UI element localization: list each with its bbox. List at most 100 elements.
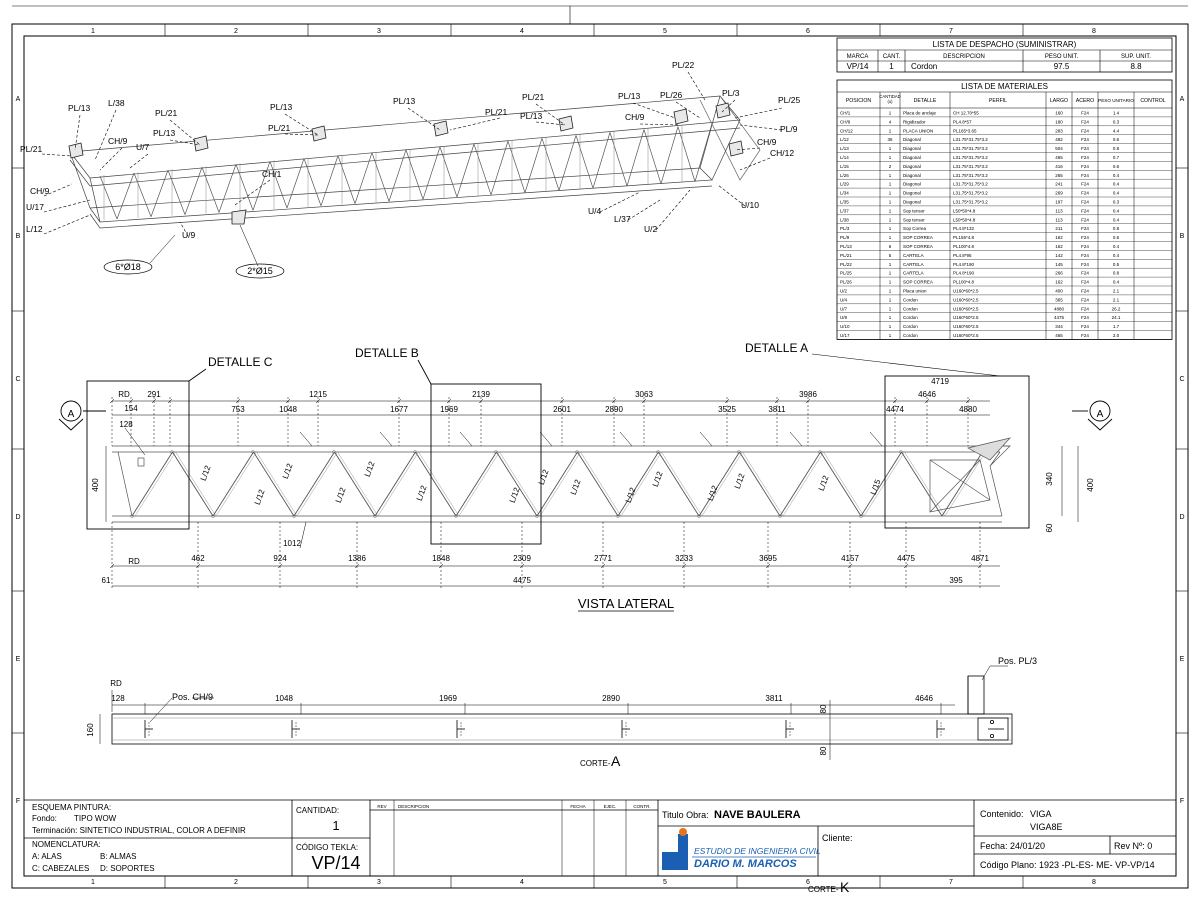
materials-cell: F24 (1081, 280, 1089, 285)
dimension-top: 4719 (931, 377, 949, 386)
row-marker: F (1180, 798, 1184, 805)
company-logo (662, 828, 688, 870)
section-dimension: 80 (819, 746, 828, 755)
materials-cell: Cordon (903, 315, 918, 320)
materials-cell: 4 (889, 119, 892, 124)
materials-cell: U160*60*2.5 (953, 333, 979, 338)
materials-cell: F24 (1081, 128, 1089, 133)
row-marker: D (1179, 514, 1184, 521)
member-label: L/15 (869, 478, 883, 496)
part-mark-label: PL/13 (520, 111, 542, 121)
materials-cell: 162 (1055, 280, 1063, 285)
part-mark-label: PL/22 (672, 60, 694, 70)
materials-cell: F24 (1081, 173, 1089, 178)
materials-cell: F24 (1081, 208, 1089, 213)
materials-cell: 0.8 (1113, 226, 1120, 231)
dimension-bottom: 4871 (971, 554, 989, 563)
materials-cell: 365 (1055, 297, 1063, 302)
materials-cell: F24 (1081, 226, 1089, 231)
materials-cell: 1 (889, 191, 892, 196)
materials-cell: 0.6 (1113, 235, 1120, 240)
materials-cell: 2.1 (1113, 297, 1120, 302)
materials-cell: PL100*4.8 (953, 280, 975, 285)
materials-cell: L/15 (840, 164, 849, 169)
member-label: L/12 (537, 468, 551, 486)
materials-header: CANTIDAD (879, 94, 900, 99)
column-marker: 4 (520, 28, 524, 35)
materials-cell: L/35 (840, 200, 849, 205)
dimension-top: 3525 (718, 405, 736, 414)
materials-cell: L31.75*31.75*3.2 (953, 200, 988, 205)
materials-cell: 1 (889, 280, 892, 285)
materials-cell: 0.4 (1113, 253, 1120, 258)
materials-cell: L/26 (840, 173, 849, 178)
materials-cell: 0.6 (1113, 137, 1120, 142)
materials-cell: 1 (889, 217, 892, 222)
part-mark-label: PL/26 (660, 90, 682, 100)
dimension-top: 291 (147, 390, 161, 399)
materials-cell: PL100*4.8 (953, 244, 975, 249)
drawing-code: Código Plano: 1923 -PL-ES- ME- VP-VP/14 (980, 860, 1155, 870)
dimension-bottom: 1012 (283, 539, 301, 548)
materials-cell: PL4.8*57 (953, 119, 972, 124)
materials-cell: 0.8 (1113, 271, 1120, 276)
dimension-bottom: 4157 (841, 554, 859, 563)
part-mark-label: CH/9 (108, 136, 128, 146)
materials-cell: 1 (889, 333, 892, 338)
materials-cell: L/14 (840, 155, 849, 160)
column-marker: 7 (949, 28, 953, 35)
materials-cell: L/34 (840, 191, 849, 196)
materials-title: LISTA DE MATERIALES (961, 82, 1048, 91)
member-label: L/12 (415, 484, 429, 502)
column-marker: 6 (806, 879, 810, 886)
column-marker: 5 (663, 28, 667, 35)
materials-cell: F24 (1081, 235, 1089, 240)
dispatch-header: PESO UNIT. (1045, 54, 1079, 60)
materials-cell: Placa de anclaje (903, 111, 937, 116)
member-label: L/12 (817, 474, 831, 492)
materials-cell: CARTELA (903, 262, 924, 267)
dispatch-cell: 8.8 (1130, 62, 1142, 71)
dispatch-header: MARCA (847, 54, 869, 60)
member-label: L/12 (733, 472, 747, 490)
quantity-value: 1 (332, 818, 339, 833)
dimension-top: 1048 (279, 405, 297, 414)
section-mark-letter: A (68, 409, 75, 420)
part-mark-label: PL/13 (393, 96, 415, 106)
connection-plate (311, 125, 327, 142)
materials-cell: 265 (1055, 173, 1063, 178)
materials-cell: F24 (1081, 191, 1089, 196)
row-marker: F (16, 798, 20, 805)
dimension-bottom: RD (128, 557, 140, 566)
section-dimension: 1048 (275, 694, 293, 703)
materials-cell: L/13 (840, 146, 849, 151)
materials-cell: L/37 (840, 208, 849, 213)
materials-cell: PL4.8*132 (953, 226, 975, 231)
materials-cell: 2.0 (1113, 333, 1120, 338)
dimension-top: 4646 (918, 390, 936, 399)
rev-header: REV (377, 804, 386, 809)
connection-plate (715, 102, 731, 119)
member-label: L/12 (569, 478, 583, 496)
materials-cell: 1 (889, 173, 892, 178)
dimension-top: 1677 (390, 405, 408, 414)
column-marker: 6 (806, 28, 810, 35)
materials-cell: 344 (1055, 324, 1063, 329)
materials-cell: Diagonal (903, 146, 921, 151)
nomenclature-d: D: SOPORTES (100, 864, 155, 873)
member-label: L/12 (199, 464, 213, 482)
materials-cell: 2.1 (1113, 289, 1120, 294)
materials-cell: L50*50*4.8 (953, 208, 976, 213)
materials-cell: 1 (889, 315, 892, 320)
materials-cell: 142 (1055, 253, 1063, 258)
section-dimension: 4646 (915, 694, 933, 703)
materials-cell: Diagonal (903, 173, 921, 178)
materials-cell: 4880 (1054, 306, 1065, 311)
materials-cell: 0.8 (1113, 146, 1120, 151)
column-marker: 1 (91, 28, 95, 35)
materials-cell: 0.3 (1113, 200, 1120, 205)
materials-cell: PL165*3.65 (953, 128, 977, 133)
materials-cell: PL/26 (840, 280, 852, 285)
isometric-web-members (99, 123, 713, 220)
